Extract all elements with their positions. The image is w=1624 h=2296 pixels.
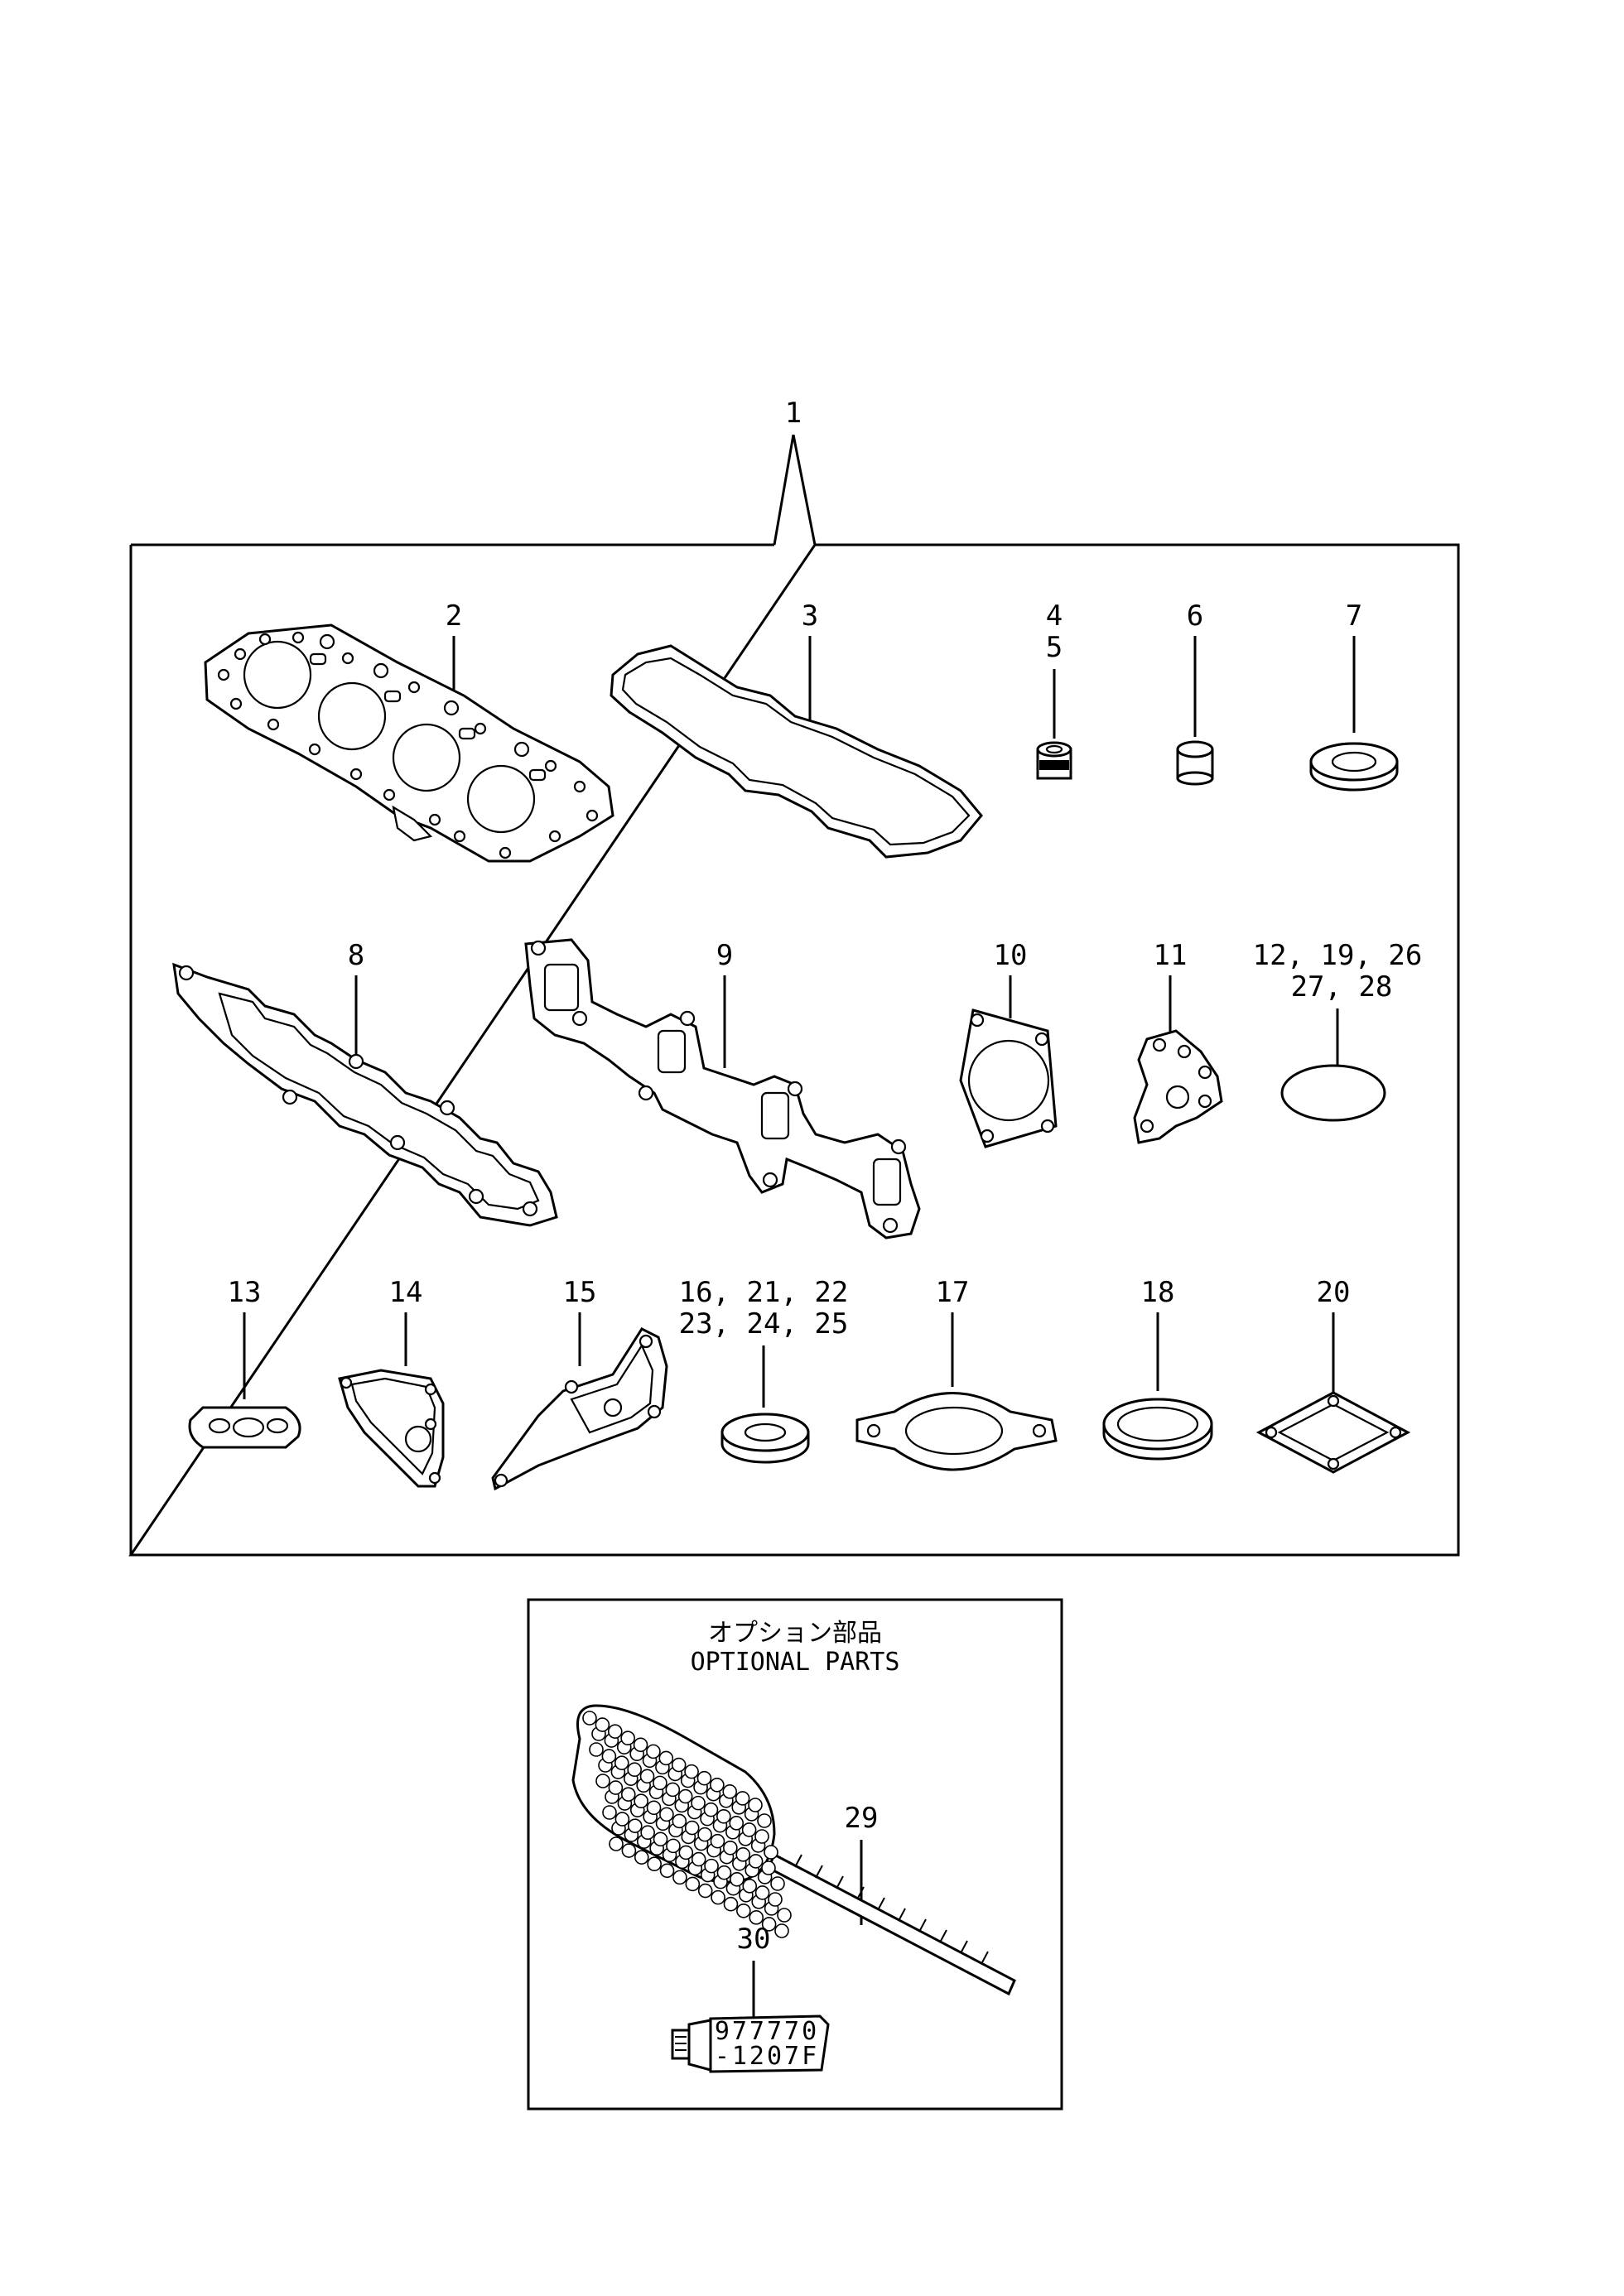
- part-3-valve-cover-gasket: 3: [610, 599, 983, 859]
- part-16-washer: 16, 21, 22 23, 24, 25: [679, 1276, 849, 1464]
- tube-label-line1: 977770: [715, 2017, 819, 2046]
- callout-11: 11: [1154, 939, 1188, 972]
- callout-18: 18: [1141, 1276, 1175, 1309]
- optional-parts-title-jp: オプション部品: [708, 1619, 882, 1648]
- callout-15: 15: [563, 1276, 597, 1309]
- callout-16-line1: 16, 21, 22: [679, 1276, 849, 1309]
- part-12-o-ring: 12, 19, 26 27, 28: [1253, 939, 1423, 1122]
- part-11-pump-gasket: 11: [1133, 939, 1223, 1144]
- part-4-5-valve-stem-seal: 4 5: [1036, 599, 1072, 780]
- kit-callout-1: 1: [773, 397, 817, 546]
- callout-14: 14: [389, 1276, 423, 1309]
- callout-5: 5: [1046, 631, 1063, 664]
- callout-17: 17: [936, 1276, 970, 1309]
- part-20-square-gasket: 20: [1255, 1276, 1411, 1474]
- callout-30: 30: [737, 1923, 771, 1956]
- callout-7: 7: [1346, 599, 1362, 633]
- tube-label-line2: -1207F: [715, 2042, 819, 2071]
- part-17-flange-gasket: 17: [855, 1276, 1058, 1471]
- callout-2: 2: [446, 599, 462, 633]
- part-2-cylinder-head-gasket: 2: [204, 599, 614, 863]
- callout-8: 8: [348, 939, 364, 972]
- part-30-sealant-tube: 30 977770 -1207F: [671, 1923, 830, 2073]
- callout-3: 3: [802, 599, 818, 633]
- callout-4: 4: [1046, 599, 1063, 633]
- gasket-kit-frame: [128, 543, 1460, 1557]
- callout-12-line2: 27, 28: [1291, 970, 1393, 1004]
- part-15-gasket: 15: [491, 1276, 668, 1491]
- part-10-flange-gasket: 10: [959, 939, 1058, 1148]
- optional-parts-frame: [527, 1598, 1063, 2111]
- part-8-manifold-gasket: 8: [172, 939, 558, 1227]
- part-14-gasket: 14: [338, 1276, 445, 1488]
- part-9-intake-gasket: 9: [524, 938, 921, 1239]
- part-29-hone-brush: 29: [571, 1704, 1016, 1996]
- callout-29: 29: [845, 1802, 879, 1835]
- callout-9: 9: [716, 939, 733, 972]
- part-13-gasket: 13: [188, 1276, 301, 1449]
- callout-6: 6: [1187, 599, 1203, 633]
- part-7-washer: 7: [1309, 599, 1399, 792]
- callout-1: 1: [785, 397, 802, 430]
- callout-12-line1: 12, 19, 26: [1253, 939, 1423, 972]
- optional-parts-title-en: OPTIONAL PARTS: [691, 1648, 900, 1677]
- callout-10: 10: [994, 939, 1028, 972]
- part-18-sealing-ring: 18: [1102, 1276, 1213, 1461]
- callout-13: 13: [228, 1276, 262, 1309]
- callout-16-line2: 23, 24, 25: [679, 1307, 849, 1341]
- callout-20: 20: [1317, 1276, 1351, 1309]
- part-6-bush: 6: [1176, 599, 1214, 786]
